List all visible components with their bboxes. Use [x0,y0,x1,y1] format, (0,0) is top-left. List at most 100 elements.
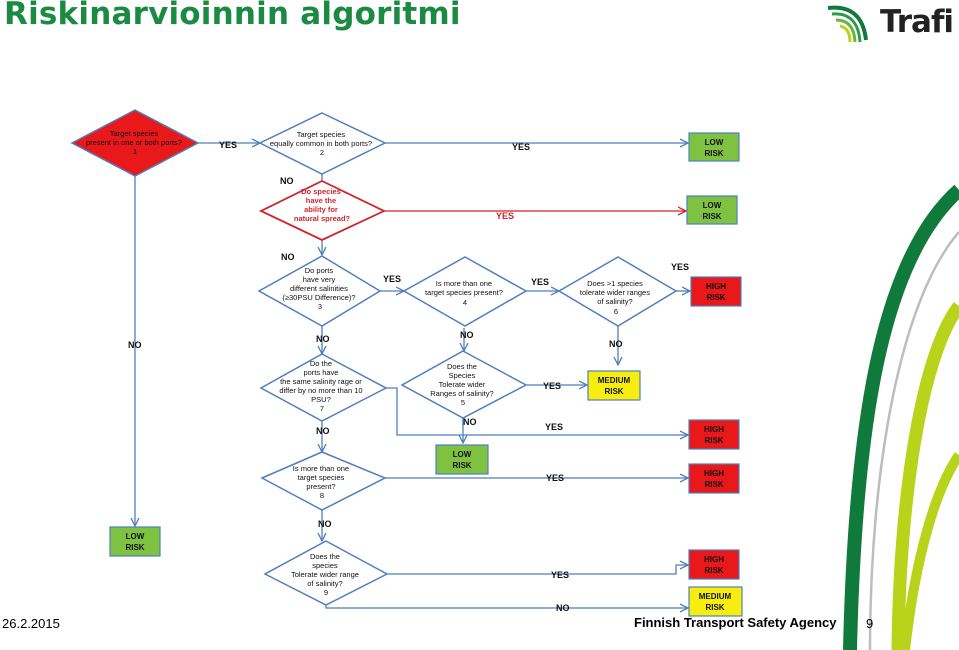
edge-label: NO [460,330,474,340]
decision-2-line: 2 [320,148,324,157]
decision-3-line: (≥30PSU Difference)? [282,293,355,302]
decision-3-line: have very [303,275,336,284]
decision-7-line: ports have [303,368,338,377]
edge-label: YES [219,140,237,150]
decision-natural-spread: Do species have the ability for natural … [258,179,387,241]
decision-6-line: 6 [614,307,618,316]
edge-label: YES [551,570,569,580]
svg-text:Do species have the: Do species have the ability for natural … [294,187,351,223]
edge-label: YES [545,422,563,432]
edge-label: YES [543,381,561,391]
decision-7-line: 7 [320,404,324,413]
decision-8-line: Is more than one [293,464,349,473]
decision-9-line: Does the [310,552,340,561]
footer-agency: Finnish Transport Safety Agency [634,615,837,630]
decision-3: Do ports have very different salinities … [257,255,382,327]
decision-6-line: of salinity? [597,297,632,306]
edge-label: NO [316,426,330,436]
decision-2-line: Target species [297,130,346,139]
decision-3-line: 3 [318,302,322,311]
decision-4-line: target species present? [425,288,503,297]
decision-ns-line: have the [306,196,336,205]
trafi-logo-text: Trafi [880,4,954,40]
decision-9: Does the species Tolerate wider range of… [263,540,389,606]
decision-1-line: 1 [133,147,137,156]
decision-8-line: present? [306,482,335,491]
svg-text:Is more than one target: Is more than one target species present?… [293,464,351,500]
decision-3-line: Do ports [305,266,334,275]
edge-label: NO [280,176,294,186]
edge-label: NO [316,334,330,344]
edge-label: NO [556,603,570,613]
decision-5: Does the Species Tolerate wider Ranges o… [400,350,528,419]
decision-4-line: 4 [463,298,467,307]
edge-label: NO [463,417,477,427]
decision-4-line: Is more than one [436,279,492,288]
svg-text:Does the species T: Does the species Tolerate wider range of… [291,552,361,597]
decision-6-line: tolerate wider ranges [580,288,650,297]
decision-9-line: 9 [324,588,328,597]
decision-ns-line: Do species [301,187,341,196]
decision-3-line: different salinities [290,284,348,293]
decision-7: Do the ports have the same salinity rage… [259,353,388,422]
edge-label: YES [512,142,530,152]
decision-6-line: Does >1 species [587,279,643,288]
svg-text:Do the ports have: Do the ports have the same salinity rage… [279,359,364,413]
decision-4: Is more than one target species present?… [402,256,528,327]
svg-text:Is more than one target: Is more than one target species present?… [425,279,505,307]
decision-ns-line: ability for [304,205,338,214]
edge-label: NO [128,340,142,350]
edge-label: YES [531,277,549,287]
decision-5-line: Does the [447,362,477,371]
edge-label: YES [496,211,514,221]
decision-2-line: equally common in both ports? [270,139,372,148]
decision-7-line: differ by no more than 10 [279,386,362,395]
edge-labels: YES YES YES NO NO YES YES YES NO NO NO N… [128,140,689,613]
edge-label: YES [383,274,401,284]
edge-label: YES [671,262,689,272]
page-number: 9 [866,616,874,631]
svg-text:Does the Species T: Does the Species Tolerate wider Ranges o… [430,362,495,407]
decision-7-line: the same salinity rage or [280,377,362,386]
svg-text:Do ports have very: Do ports have very different salinities … [282,266,357,311]
edge-label: NO [318,519,332,529]
decision-1-line: present in one or both ports? [86,138,182,147]
decision-8: Is more than one target species present?… [260,451,387,511]
decision-7-line: PSU? [311,395,331,404]
decision-1: Target species present in one or both po… [70,109,200,177]
decision-6: Does >1 species tolerate wider ranges of… [557,256,678,327]
decision-5-line: 5 [461,398,465,407]
decision-9-line: of salinity? [307,579,342,588]
edge-label: YES [546,473,564,483]
decision-7-line: Do the [310,359,332,368]
edge-label: NO [281,252,295,262]
trafi-logo-icon [827,5,868,43]
decision-9-line: species [312,561,338,570]
connectors [135,143,690,608]
footer-date: 26.2.2015 [2,616,60,631]
decision-1-line: Target species [110,129,159,138]
decorative-swoosh [843,184,959,650]
svg-text:Does >1 species tolerate: Does >1 species tolerate wider ranges of… [580,279,652,316]
